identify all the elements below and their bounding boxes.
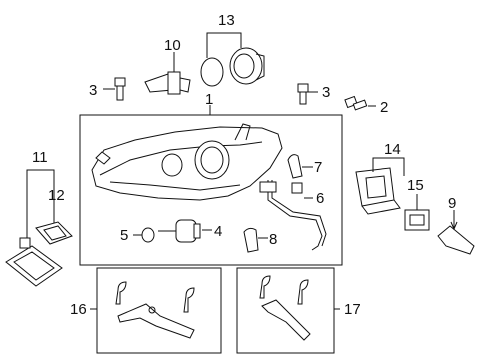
bracket-17 [259, 275, 311, 341]
headlamp-housing [91, 123, 283, 201]
callout-1: 1 [205, 91, 213, 108]
callout-11: 11 [32, 149, 48, 166]
ballast-11 [5, 237, 63, 287]
screw-3-right [297, 83, 318, 105]
callout-2: 2 [380, 99, 388, 116]
callout-3-right: 3 [322, 84, 330, 101]
o-ring-5 [141, 227, 155, 243]
callout-8: 8 [269, 231, 277, 248]
rear-cover-13 [200, 32, 265, 87]
gasket-15 [404, 209, 430, 231]
callout-5: 5 [120, 227, 128, 244]
callout-7: 7 [314, 159, 322, 176]
bulb-socket-4 [158, 219, 212, 243]
screw-2 [344, 95, 376, 111]
callout-6: 6 [316, 190, 324, 207]
callout-14: 14 [384, 141, 401, 158]
callout-10: 10 [164, 37, 181, 54]
box-16 [96, 267, 222, 354]
callout-4: 4 [214, 223, 222, 240]
box-17 [236, 267, 335, 354]
callout-15: 15 [407, 177, 424, 194]
callout-9: 9 [448, 195, 456, 212]
callout-16: 16 [70, 301, 87, 318]
ballast-bracket-14 [355, 157, 405, 215]
wiring-harness-6 [259, 180, 327, 251]
bulb-7 [287, 154, 313, 179]
bracket-16 [115, 281, 195, 339]
headlamp-assembly-box [79, 114, 343, 266]
bulb-8 [243, 227, 268, 253]
gasket-12 [35, 221, 73, 245]
callout-3-left: 3 [89, 82, 97, 99]
callout-17: 17 [344, 301, 361, 318]
screw-3-left [103, 77, 126, 101]
callout-13: 13 [218, 12, 235, 29]
hid-bulb-10 [144, 52, 191, 95]
bulb-9 [437, 210, 475, 255]
callout-12: 12 [48, 187, 65, 204]
